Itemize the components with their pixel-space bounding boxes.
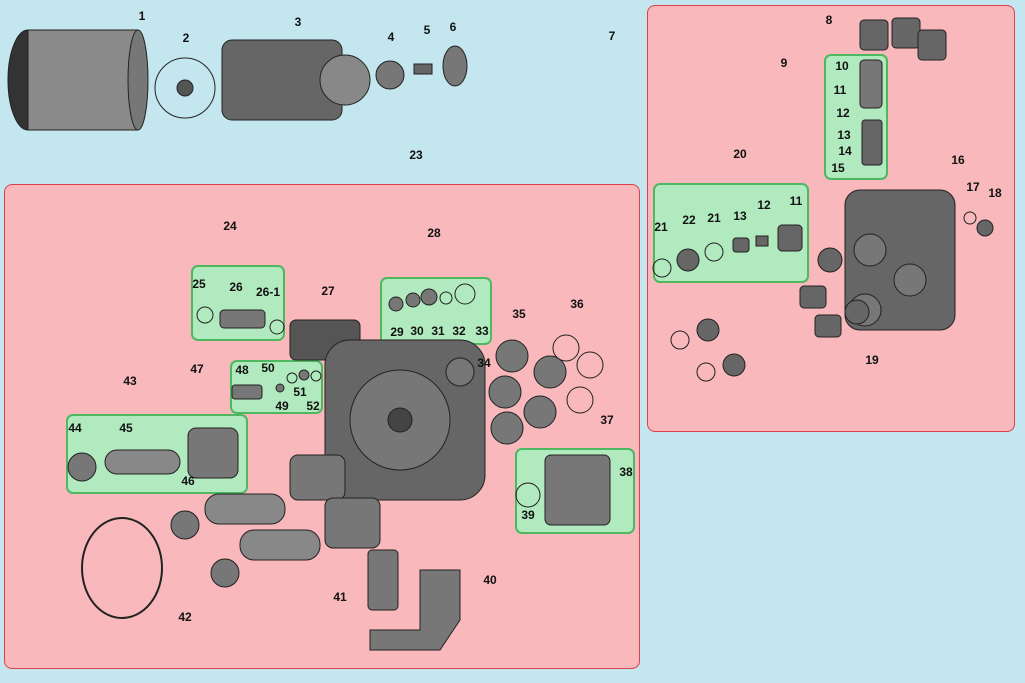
- label-31: 31: [431, 324, 445, 338]
- label-51: 51: [293, 385, 307, 399]
- seals: [67, 283, 611, 651]
- label-23: 23: [409, 148, 423, 162]
- label-27: 27: [321, 284, 335, 298]
- label-16: 16: [951, 153, 965, 167]
- label-20: 20: [733, 147, 747, 161]
- label-14: 14: [838, 144, 852, 158]
- label-50: 50: [261, 361, 275, 375]
- label-38: 38: [619, 465, 633, 479]
- label-43: 43: [123, 374, 137, 388]
- label-5: 5: [423, 23, 431, 37]
- motor-stator: [221, 39, 371, 121]
- label-26: 26: [229, 280, 243, 294]
- label-25: 25: [192, 277, 206, 291]
- label-10: 10: [835, 59, 849, 73]
- pump-head: [289, 319, 486, 501]
- part-5: [413, 63, 433, 75]
- label-40: 40: [483, 573, 497, 587]
- label-32: 32: [452, 324, 466, 338]
- label-44: 44: [68, 421, 82, 435]
- part-4: [375, 60, 405, 90]
- label-13: 13: [837, 128, 851, 142]
- label-48: 48: [235, 363, 249, 377]
- label-9: 9: [780, 56, 788, 70]
- label-1: 1: [138, 9, 146, 23]
- label-12: 12: [836, 106, 850, 120]
- label-30: 30: [410, 324, 424, 338]
- label-41: 41: [333, 590, 347, 604]
- label-15: 15: [831, 161, 845, 175]
- label-19: 19: [865, 353, 879, 367]
- label-34: 34: [477, 356, 491, 370]
- part-6: [442, 45, 468, 87]
- label-29: 29: [390, 325, 404, 339]
- label-42: 42: [178, 610, 192, 624]
- label-13b: 13: [733, 209, 747, 223]
- label-37: 37: [600, 413, 614, 427]
- fan: [154, 57, 216, 119]
- label-11b: 11: [789, 194, 803, 208]
- label-12b: 12: [757, 198, 771, 212]
- label-21a: 21: [654, 220, 668, 234]
- label-52: 52: [306, 399, 320, 413]
- label-2: 2: [182, 31, 190, 45]
- label-46: 46: [181, 474, 195, 488]
- o-ring-42: [81, 517, 163, 619]
- valve-head-parts: [652, 17, 994, 382]
- label-24: 24: [223, 219, 237, 233]
- label-36: 36: [570, 297, 584, 311]
- label-8: 8: [825, 13, 833, 27]
- label-39: 39: [521, 508, 535, 522]
- motor-housing: [7, 29, 149, 131]
- label-28: 28: [427, 226, 441, 240]
- label-6: 6: [449, 20, 457, 34]
- label-18: 18: [988, 186, 1002, 200]
- subassembly-box-24: [191, 265, 285, 341]
- label-49: 49: [275, 399, 289, 413]
- label-47: 47: [190, 362, 204, 376]
- label-26-1: 26-1: [255, 285, 281, 299]
- label-3: 3: [294, 15, 302, 29]
- label-33: 33: [475, 324, 489, 338]
- label-22: 22: [682, 213, 696, 227]
- label-45: 45: [119, 421, 133, 435]
- label-7: 7: [608, 29, 616, 43]
- label-35: 35: [512, 307, 526, 321]
- label-21b: 21: [707, 211, 721, 225]
- label-4: 4: [387, 30, 395, 44]
- label-17: 17: [966, 180, 980, 194]
- label-11: 11: [833, 83, 847, 97]
